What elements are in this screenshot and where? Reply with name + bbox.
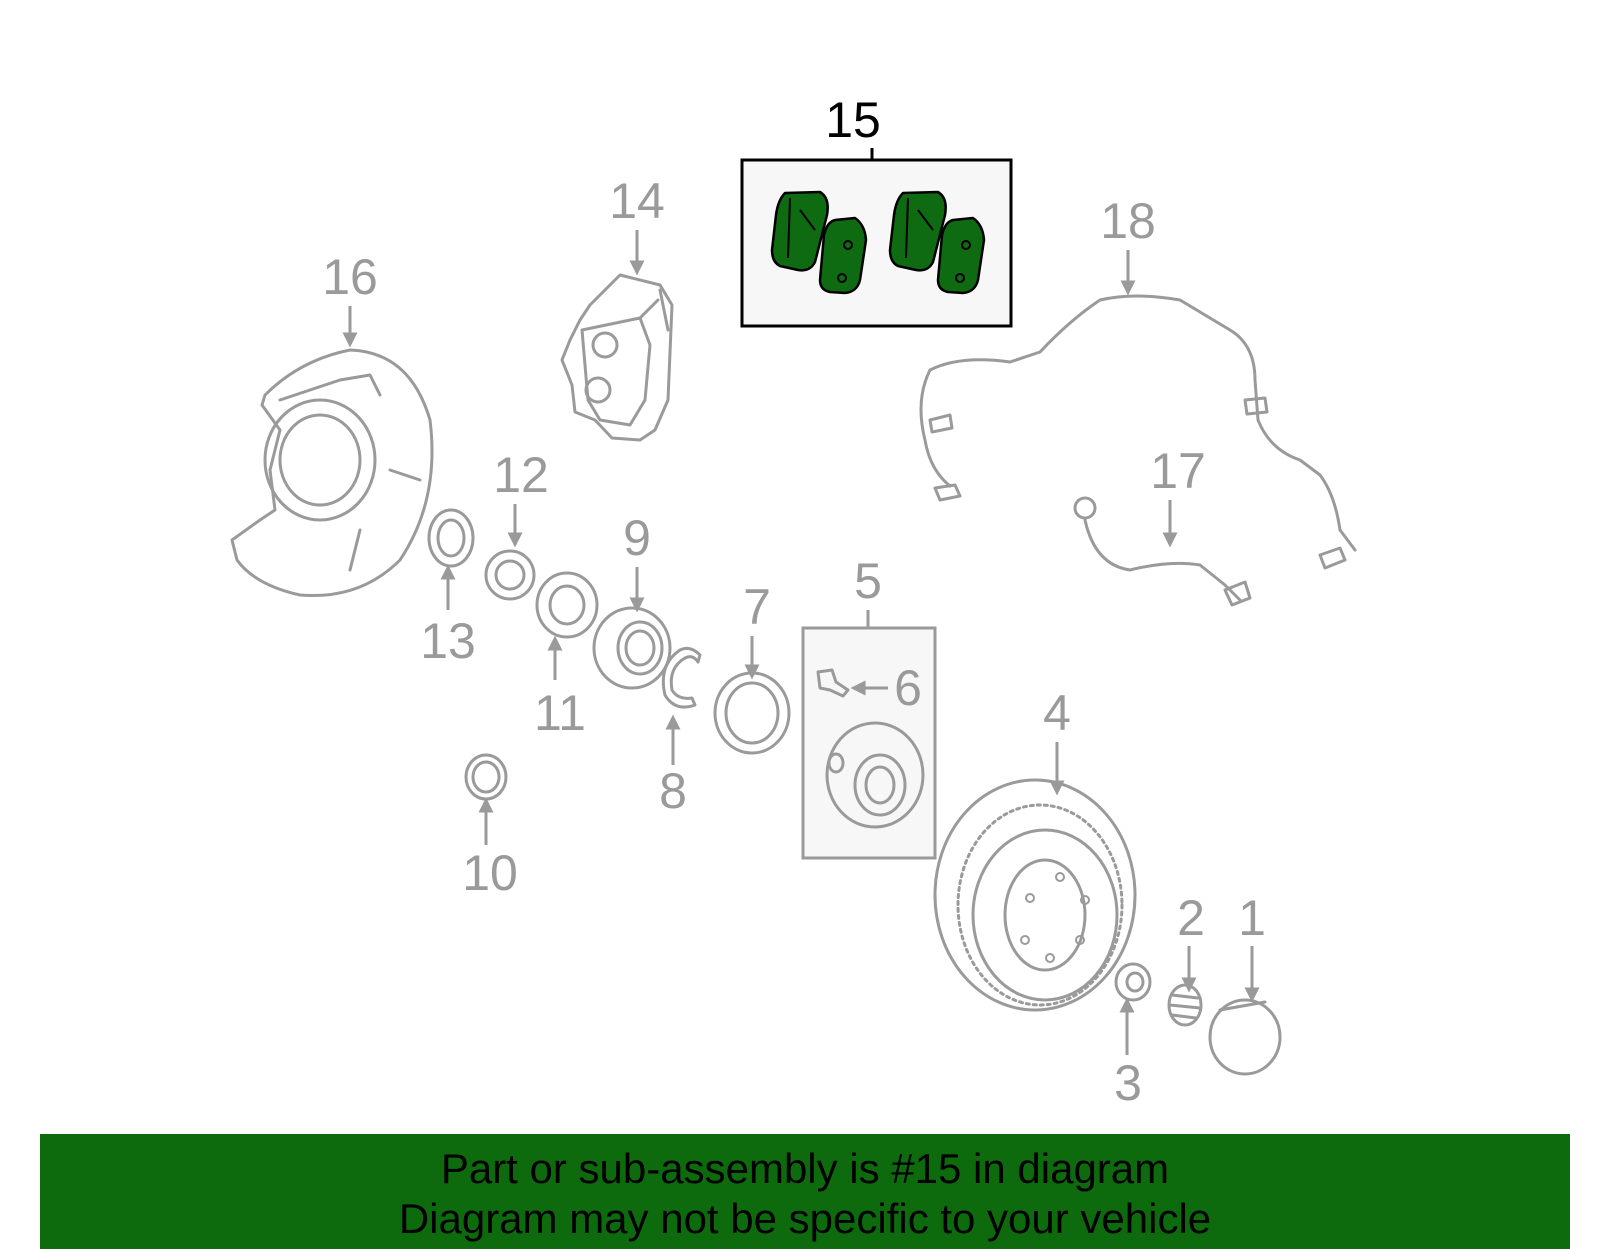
callout-1: 1	[1238, 890, 1266, 946]
callout-16: 16	[322, 249, 378, 305]
seal-13: 13	[420, 508, 476, 669]
callout-2: 2	[1177, 890, 1205, 946]
banner-line-2: Diagram may not be specific to your vehi…	[398, 1195, 1212, 1242]
callout-3: 3	[1114, 1055, 1142, 1111]
brake-hose-17: 17	[1073, 443, 1252, 607]
grease-cap-1: 1	[1208, 890, 1282, 1076]
race-12: 12	[484, 447, 549, 601]
brake-caliper-14: 14	[560, 173, 674, 442]
hub-assembly-5: 5 6	[801, 553, 937, 860]
o-ring-10: 10	[462, 753, 518, 901]
brake-pad-set-15: 15	[740, 92, 1013, 328]
lock-nut-2: 2	[1167, 890, 1205, 1027]
dust-shield-16: 16	[230, 249, 434, 598]
callout-12: 12	[493, 447, 549, 503]
brake-rotor-4: 4	[933, 685, 1137, 1012]
callout-7: 7	[743, 579, 771, 635]
callout-10: 10	[462, 845, 518, 901]
callout-13: 13	[420, 613, 476, 669]
info-banner: Part or sub-assembly is #15 in diagram D…	[40, 1134, 1570, 1249]
abs-sensor-wire-18: 18	[919, 193, 1357, 570]
banner-line-1: Part or sub-assembly is #15 in diagram	[440, 1145, 1170, 1192]
bearing-11: 11	[534, 571, 599, 741]
bearing-9: 9	[592, 510, 672, 690]
nut-3: 3	[1114, 962, 1152, 1111]
seal-7: 7	[713, 579, 791, 755]
callout-8: 8	[659, 763, 687, 819]
callout-6: 6	[894, 660, 922, 716]
callout-9: 9	[623, 510, 651, 566]
callout-17: 17	[1150, 443, 1206, 499]
callout-5: 5	[854, 553, 882, 609]
callout-15: 15	[825, 92, 881, 148]
callout-11: 11	[534, 685, 586, 741]
snap-ring-8: 8	[659, 646, 702, 819]
callout-4: 4	[1043, 685, 1071, 741]
callout-18: 18	[1100, 193, 1156, 249]
callout-14: 14	[609, 173, 665, 229]
